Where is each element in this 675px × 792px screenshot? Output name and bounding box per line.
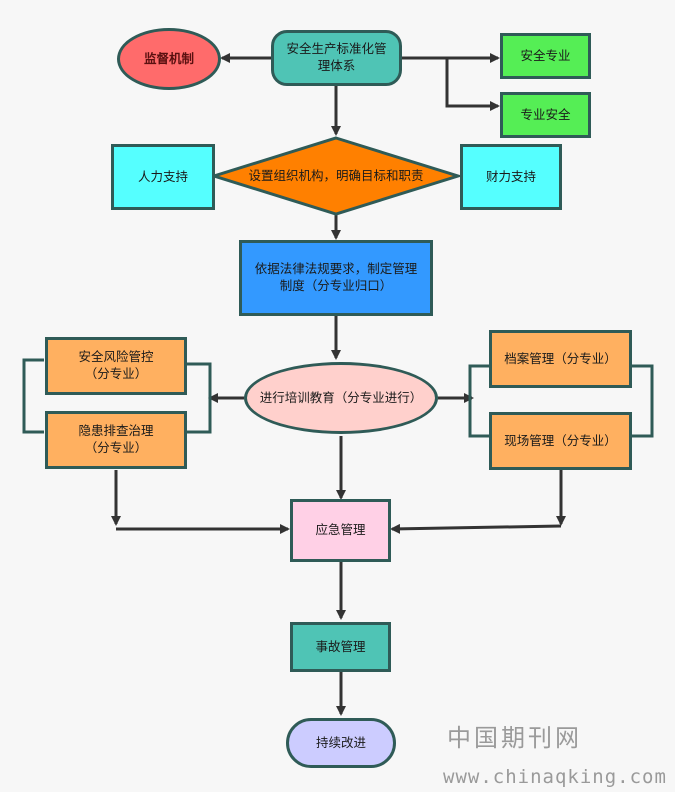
node-human-label: 人力支持 bbox=[137, 168, 188, 184]
node-setup: 设置组织机构，明确目标和职责 bbox=[224, 160, 448, 192]
bracket-right-outer bbox=[632, 364, 654, 438]
node-training-label: 进行培训教育（分专业进行） bbox=[259, 389, 423, 405]
node-site-label: 现场管理（分专业） bbox=[504, 432, 617, 448]
node-system-label: 安全生产标准化管 理体系 bbox=[286, 41, 387, 73]
node-emergency: 应急管理 bbox=[290, 499, 391, 562]
node-human: 人力支持 bbox=[111, 144, 215, 210]
node-safety-major: 安全专业 bbox=[500, 33, 591, 79]
node-emergency-label: 应急管理 bbox=[315, 522, 366, 538]
node-accident-label: 事故管理 bbox=[315, 638, 366, 654]
node-training: 进行培训教育（分专业进行） bbox=[244, 362, 438, 434]
node-hazard: 隐患排查治理 （分专业） bbox=[45, 411, 187, 469]
arrow-right-to-emergency bbox=[390, 523, 562, 534]
watermark-title: 中国期刊网 bbox=[447, 724, 582, 752]
node-rules-label: 依据法律法规要求，制定管理 制度（分专业归口） bbox=[254, 261, 418, 293]
bracket-right-inner bbox=[468, 364, 489, 438]
node-archive-label: 档案管理（分专业） bbox=[504, 350, 617, 366]
node-setup-label: 设置组织机构，明确目标和职责 bbox=[248, 167, 424, 183]
node-accident: 事故管理 bbox=[290, 622, 391, 672]
node-risk-label: 安全风险管控 （分专业） bbox=[78, 349, 154, 381]
node-hazard-label: 隐患排查治理 （分专业） bbox=[78, 423, 154, 455]
watermark-url: www.chinaqking.com bbox=[443, 766, 667, 788]
node-site: 现场管理（分专业） bbox=[489, 412, 632, 470]
node-finance-label: 财力支持 bbox=[485, 168, 536, 184]
node-safety-major-label: 安全专业 bbox=[520, 47, 571, 63]
node-improve-label: 持续改进 bbox=[315, 734, 366, 750]
node-rules: 依据法律法规要求，制定管理 制度（分专业归口） bbox=[239, 240, 433, 316]
arrow-system-to-major-safety bbox=[445, 58, 500, 111]
setup-diamond bbox=[208, 136, 464, 216]
node-monitor: 监督机制 bbox=[117, 28, 221, 90]
node-improve: 持续改进 bbox=[286, 718, 396, 768]
node-archive: 档案管理（分专业） bbox=[489, 330, 632, 388]
node-major-safety-label: 专业安全 bbox=[520, 106, 571, 122]
node-major-safety: 专业安全 bbox=[500, 92, 591, 138]
node-risk: 安全风险管控 （分专业） bbox=[45, 337, 187, 395]
node-finance: 财力支持 bbox=[460, 144, 562, 210]
node-system: 安全生产标准化管 理体系 bbox=[271, 30, 402, 86]
bracket-left-outer bbox=[22, 358, 44, 434]
bracket-left-inner bbox=[187, 362, 212, 434]
node-monitor-label: 监督机制 bbox=[143, 50, 194, 66]
